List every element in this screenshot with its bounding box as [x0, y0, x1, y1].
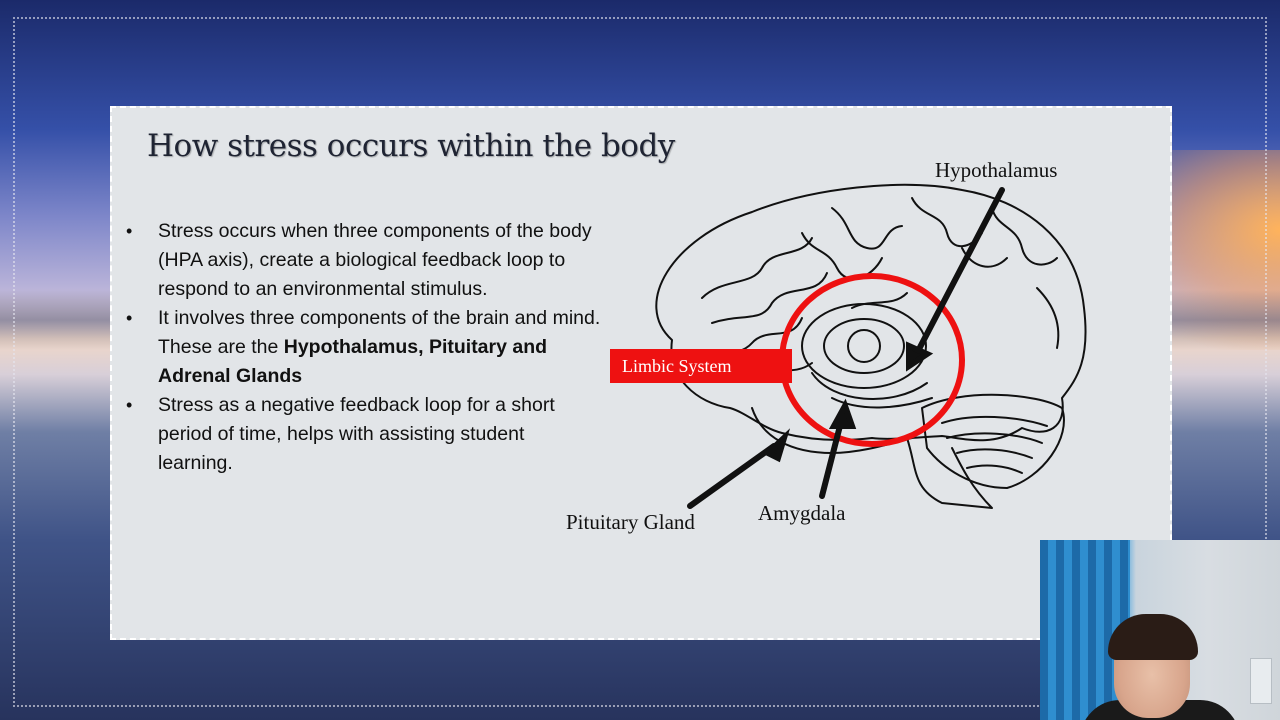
bullet-text: Stress as a negative feedback loop for a… [158, 394, 555, 474]
wall-item [1250, 658, 1272, 704]
slide-title: How stress occurs within the body [147, 128, 675, 164]
amygdala-arrow [819, 415, 845, 499]
limbic-system-label: Limbic System [610, 349, 792, 383]
webcam-overlay [1040, 540, 1280, 720]
amygdala-label: Amygdala [758, 501, 846, 525]
person-hair [1108, 614, 1198, 660]
brain-outline [655, 183, 1087, 442]
outer-frame [13, 17, 1267, 707]
hypothalamus-label: Hypothalamus [935, 158, 1058, 182]
presentation-slide: How stress occurs within the body Stress… [110, 106, 1172, 640]
pituitary-gland-label: Pituitary Gland [566, 510, 695, 534]
brain-diagram [655, 183, 1087, 509]
bullet-bold-text: Hypothalamus, Pituitary and Adrenal Glan… [158, 336, 548, 387]
bullet-text: It involves three components of the brai… [158, 307, 601, 358]
pituitary-arrow [687, 443, 777, 509]
bullet-text: Stress occurs when three components of t… [158, 220, 592, 300]
bullet-item: Stress as a negative feedback loop for a… [124, 391, 604, 478]
bullet-list: Stress occurs when three components of t… [124, 217, 604, 478]
bullet-item: It involves three components of the brai… [124, 304, 604, 391]
bullet-item: Stress occurs when three components of t… [124, 217, 604, 304]
hypothalamus-arrow [914, 187, 1005, 356]
